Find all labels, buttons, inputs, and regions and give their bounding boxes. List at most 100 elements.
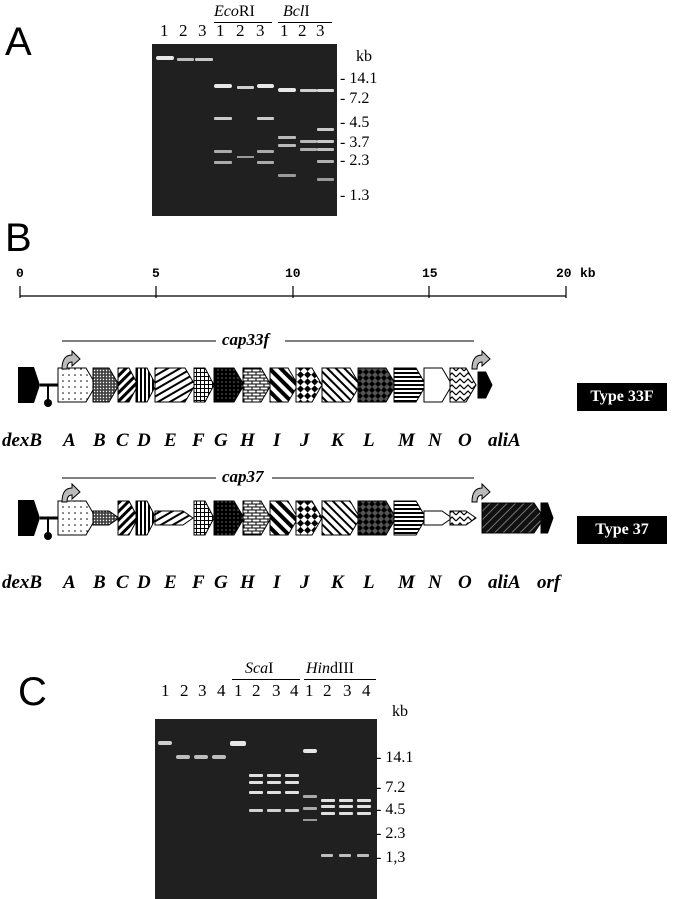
gene-g-arrow — [213, 367, 245, 403]
gene-label: B — [93, 430, 106, 451]
size-marker: - 2.3 — [376, 825, 406, 842]
panel-a-enzyme-underline-1 — [214, 22, 272, 23]
enzyme-rest: RI — [238, 3, 255, 20]
gene-label: C — [116, 430, 129, 451]
gene-label: J — [300, 430, 310, 451]
gene-c-arrow — [117, 367, 139, 403]
gene-e-arrow — [154, 367, 196, 403]
lane-number: 3 — [343, 681, 352, 700]
gene-label: F — [192, 572, 205, 593]
kb-ruler — [19, 286, 567, 298]
gene-j-arrow — [295, 367, 323, 403]
enzyme-rest: dIII — [330, 660, 354, 677]
ruler-tick-label: 0 — [16, 266, 24, 281]
size-marker: - 1.3 — [340, 187, 370, 204]
lane-number: 2 — [236, 21, 245, 40]
ruler-unit: kb — [580, 266, 596, 281]
promoter-icon — [61, 349, 81, 370]
panel-a-kb-label: kb — [356, 48, 372, 65]
ruler-tick-label: 20 — [556, 266, 572, 281]
gene-label: I — [273, 430, 281, 451]
lane-number: 1 — [305, 681, 314, 700]
gene-label: M — [398, 430, 415, 451]
promoter-icon — [61, 482, 81, 503]
size-marker: - 14.1 — [340, 70, 378, 87]
panel-c-gel-image — [155, 719, 377, 899]
gene-label: D — [137, 572, 151, 593]
gene-o-arrow — [449, 367, 477, 403]
gene-a-arrow — [57, 367, 97, 403]
panel-b-letter: B — [5, 216, 32, 260]
gene-label: B — [93, 572, 106, 593]
lane-number: 3 — [316, 21, 325, 40]
gene-l-arrow — [357, 500, 397, 536]
ruler-tick-label: 10 — [285, 266, 301, 281]
promoter-icon — [471, 349, 491, 370]
panel-a-enzyme-underline-2 — [278, 22, 332, 23]
panel-c-enzyme-underline-1 — [232, 679, 300, 680]
gene-label: E — [164, 572, 177, 593]
lane-number: 1 — [280, 21, 289, 40]
gene-label: I — [273, 572, 281, 593]
gene-a-arrow — [57, 500, 97, 536]
gene-label: L — [363, 572, 375, 593]
panel-a-enzyme-bcli: BclI — [283, 3, 310, 21]
enzyme-italic: Eco — [214, 3, 239, 20]
gene-label: M — [398, 572, 415, 593]
gene-f-arrow — [193, 500, 215, 536]
panel-a-enzyme-ecori: EcoRI — [214, 3, 255, 21]
cap37-label: cap37 — [222, 467, 264, 486]
gene-label: A — [63, 430, 76, 451]
lane-number: 4 — [362, 681, 371, 700]
size-marker: - 4.5 — [340, 114, 370, 131]
gene-label: O — [458, 430, 472, 451]
lane-number: 2 — [180, 681, 189, 700]
gene-b-arrow — [92, 367, 120, 403]
lane-number: 2 — [298, 21, 307, 40]
gene-label: O — [458, 572, 472, 593]
size-marker: - 14.1 — [376, 749, 414, 766]
panel-a-letter: A — [5, 20, 32, 64]
lane-number: 1 — [216, 21, 225, 40]
gene-d-arrow — [135, 500, 157, 536]
gene-b-arrow — [92, 510, 120, 526]
gene-label: N — [428, 430, 442, 451]
gene-l-arrow — [357, 367, 397, 403]
gene-label: orf — [537, 572, 561, 593]
panel-c-letter: C — [18, 670, 47, 714]
gene-label: D — [137, 430, 151, 451]
lane-number: 3 — [198, 21, 207, 40]
ruler-tick-label: 15 — [422, 266, 438, 281]
panel-a-gel-image — [152, 44, 337, 216]
enzyme-rest: I — [304, 3, 310, 20]
size-marker: - 3.7 — [340, 134, 370, 151]
gene-label: H — [240, 430, 255, 451]
gene-k-arrow — [321, 500, 361, 536]
lane-number: 3 — [272, 681, 281, 700]
lane-number: 1 — [160, 21, 169, 40]
gene-label: K — [331, 572, 344, 593]
gene-g-arrow — [213, 500, 245, 536]
size-marker: - 1,3 — [376, 849, 406, 866]
enzyme-italic: Sca — [245, 660, 269, 677]
size-marker: - 7.2 — [340, 90, 370, 107]
lane-number: 2 — [252, 681, 261, 700]
gene-label: aliA — [488, 572, 521, 593]
gene-label: F — [192, 430, 205, 451]
orf-gene-arrow — [540, 502, 554, 534]
promoter-icon — [471, 482, 491, 503]
enzyme-rest: I — [268, 660, 274, 677]
lane-number: 4 — [290, 681, 299, 700]
ruler-tick-label: 5 — [152, 266, 160, 281]
alia-gene-arrow — [477, 371, 493, 399]
gene-label: dexB — [2, 572, 43, 593]
cap33f-gene-arrows — [18, 349, 493, 407]
lane-number: 1 — [234, 681, 243, 700]
enzyme-italic: Bcl — [283, 3, 305, 20]
gene-d-arrow — [135, 367, 157, 403]
gene-label: N — [428, 572, 442, 593]
gene-h-arrow — [242, 367, 272, 403]
dexb-gene-arrow — [18, 367, 40, 403]
gene-label: H — [240, 572, 255, 593]
panel-c-enzyme-hindiii: HindIII — [306, 660, 354, 678]
